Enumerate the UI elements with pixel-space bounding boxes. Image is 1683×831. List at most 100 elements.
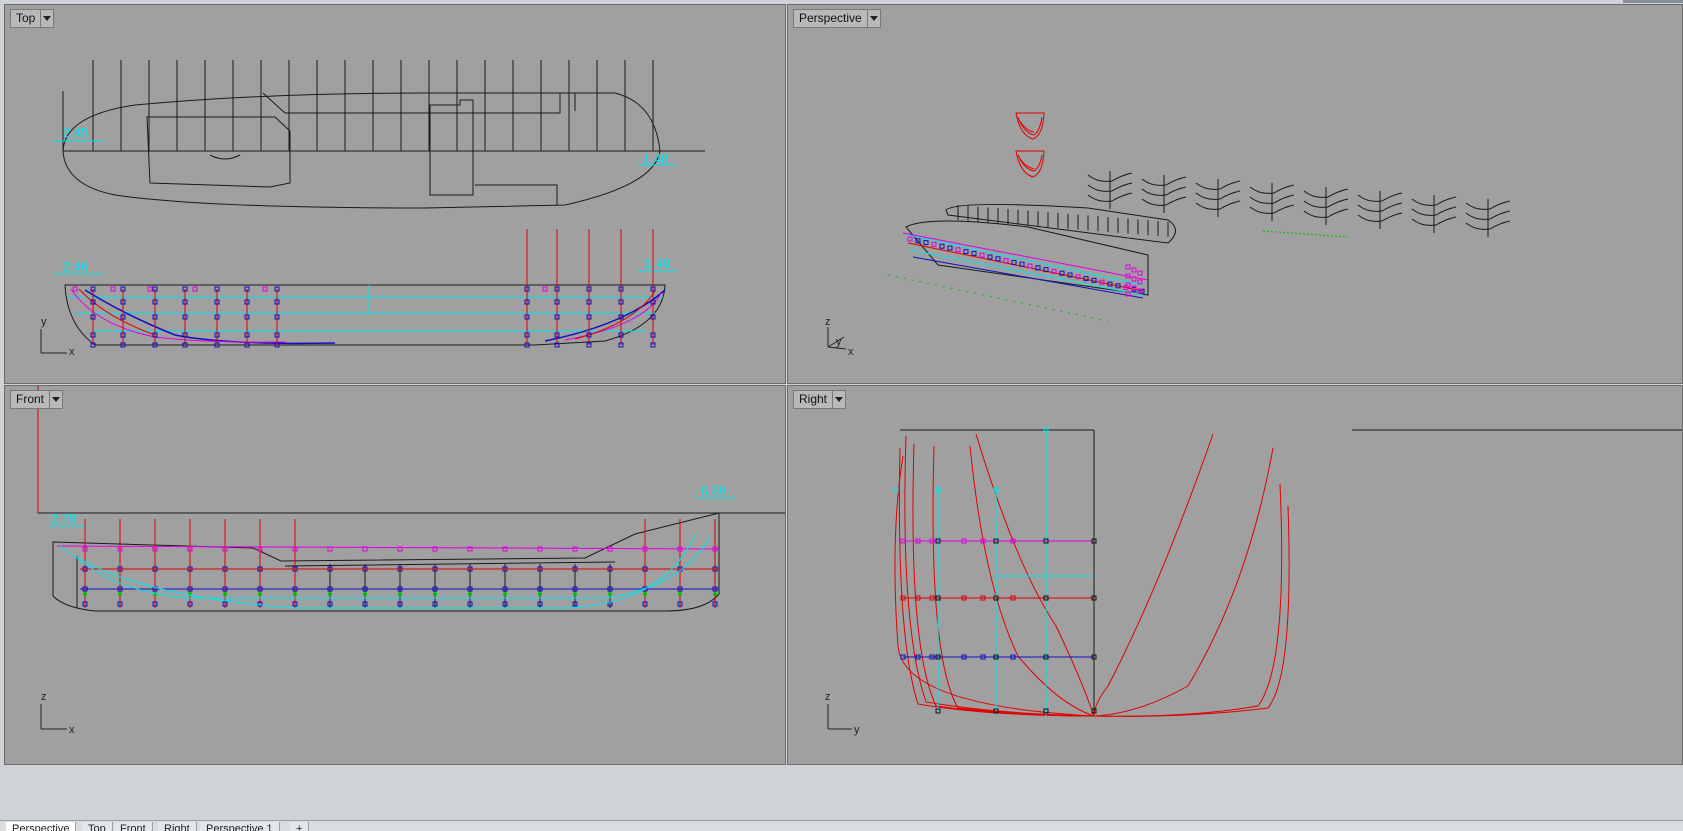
tab-top[interactable]: Top [82,822,113,831]
control-point [642,601,648,607]
control-point [327,601,333,607]
control-point [274,299,280,305]
viewport-perspective[interactable]: Perspective · z [787,4,1683,384]
control-point [147,286,153,292]
control-point [90,314,96,320]
right-view-canvas: z y [825,427,1682,736]
hull-perspective [902,203,1176,299]
top-view-canvas: 2.45 1.48 2.46 1.49 y x [40,60,705,358]
control-point [397,601,403,607]
section-curve [1093,447,1274,717]
viewport-front[interactable]: Front 2.78 0.89 z x [4,385,786,765]
control-point [1067,272,1073,278]
control-point [182,286,188,292]
control-point [118,592,122,596]
section-curve [1411,216,1457,226]
control-point [214,314,220,320]
viewport-right-title[interactable]: Right [793,390,847,409]
control-point [274,332,280,338]
control-point [120,299,126,305]
axis-label: x [848,346,854,358]
add-tab-button[interactable]: + [290,822,310,831]
control-point [554,314,560,320]
control-point [467,601,473,607]
viewport-top-title[interactable]: Top [10,9,55,28]
control-point [929,654,935,660]
section-curve [1141,176,1187,186]
control-point [971,250,977,256]
body-points [893,427,1097,714]
dimension-marks [51,140,677,275]
viewport-top[interactable]: Top 2.45 1.48 2.46 1.49 [4,4,786,384]
control-point [274,342,280,348]
viewport-perspective-title[interactable]: Perspective [793,9,881,28]
control-point [915,654,921,660]
dimension-marks [49,497,735,527]
green-guide [887,274,1109,322]
control-point [650,332,656,338]
control-point [893,487,899,493]
dim-label: 2.46 [63,259,88,274]
control-point [262,286,268,292]
control-point [712,601,718,607]
control-point [152,314,158,320]
window-scroll-knob[interactable] [1623,0,1683,3]
control-point [187,601,193,607]
control-point [524,286,530,292]
viewport-front-title[interactable]: Front [10,390,64,409]
control-point [82,546,88,552]
section-curve [1093,505,1290,717]
control-point [979,252,985,258]
control-point [915,538,921,544]
chevron-down-icon[interactable] [40,10,53,27]
viewport-title-text: Right [799,392,828,406]
axis-label: z [41,691,47,703]
control-point [1115,283,1121,289]
chevron-down-icon[interactable] [49,391,62,408]
control-point [1091,538,1097,544]
section-curve [1357,212,1403,222]
control-point [618,286,624,292]
control-point [1125,282,1131,288]
control-point [554,332,560,338]
control-point [524,332,530,338]
control-point [258,592,262,596]
tab-perspective-1[interactable]: Perspective 1 [200,822,280,831]
control-point [961,654,967,660]
control-point [618,299,624,305]
control-point [586,299,592,305]
control-point [182,332,188,338]
control-point [939,243,945,249]
control-point [72,286,78,292]
front-view-canvas: 2.78 0.89 z x [37,386,785,736]
chevron-down-icon[interactable] [832,391,845,408]
chevron-down-icon[interactable] [866,10,880,27]
control-point [713,592,717,596]
viewport-right[interactable]: Right z y [787,385,1683,765]
perspective-view-canvas: · z y x [825,112,1511,358]
control-point [257,601,263,607]
tab-right[interactable]: Right [158,822,197,831]
control-point [182,314,188,320]
control-point [980,538,986,544]
control-point [537,546,543,552]
control-point [618,314,624,320]
control-point [468,592,472,596]
control-point [572,601,578,607]
control-point [643,592,647,596]
control-point [1075,274,1081,280]
tab-front[interactable]: Front [114,822,153,831]
control-point [915,238,921,244]
dim-label: 1.49 [645,256,670,271]
control-point [993,487,999,493]
control-point [1010,595,1016,601]
control-point [363,592,367,596]
tab-perspective[interactable]: Perspective [6,822,77,831]
axis-label: y [41,316,47,328]
control-point [214,332,220,338]
section-stack-red [1015,112,1045,178]
section-curve [1195,200,1241,210]
section-curve [904,435,1095,717]
control-point [993,708,999,714]
control-point [995,256,1001,262]
